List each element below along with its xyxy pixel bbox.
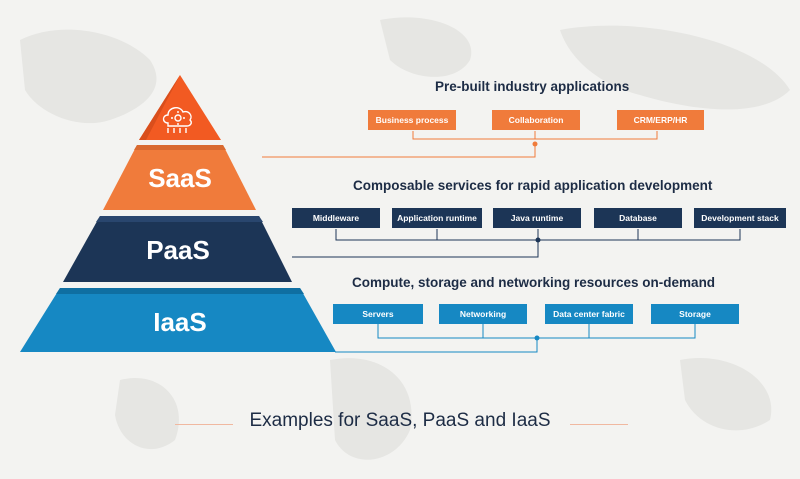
tier-label-paas: PaaS	[146, 235, 210, 265]
iaas-item: Servers	[333, 304, 423, 324]
iaas-item: Storage	[651, 304, 739, 324]
world-map-decoration	[20, 17, 790, 460]
caption-rule-left	[175, 424, 233, 425]
iaas-connectors	[335, 324, 696, 353]
iaas-item: Data center fabric	[545, 304, 633, 324]
paas-junction-dot	[535, 237, 541, 243]
iaas-junction-dot	[534, 335, 540, 341]
paas-item: Middleware	[292, 208, 380, 228]
tier-label-saas: SaaS	[148, 163, 212, 193]
paas-connectors	[292, 229, 741, 258]
iaas-item: Networking	[439, 304, 527, 324]
pyramid-apex	[139, 75, 221, 140]
cloud-gear-icon	[162, 107, 192, 133]
saas-item: CRM/ERP/HR	[617, 110, 704, 130]
pyramid	[20, 75, 336, 352]
paas-item: Database	[594, 208, 682, 228]
caption-rule-right	[570, 424, 628, 425]
saas-connectors	[262, 131, 658, 158]
paas-item: Java runtime	[493, 208, 581, 228]
paas-heading: Composable services for rapid applicatio…	[353, 178, 713, 193]
diagram-caption: Examples for SaaS, PaaS and IaaS	[249, 410, 551, 431]
paas-item: Development stack	[694, 208, 786, 228]
saas-heading: Pre-built industry applications	[435, 79, 630, 94]
pyramid-tier-saas	[103, 145, 256, 210]
saas-item: Business process	[368, 110, 456, 130]
saas-junction-dot	[532, 141, 538, 147]
pyramid-tier-paas	[63, 216, 292, 282]
tier-label-iaas: IaaS	[153, 307, 207, 337]
paas-item: Application runtime	[392, 208, 482, 228]
saas-item: Collaboration	[492, 110, 580, 130]
iaas-heading: Compute, storage and networking resource…	[352, 275, 716, 290]
pyramid-tier-iaas	[20, 288, 336, 352]
